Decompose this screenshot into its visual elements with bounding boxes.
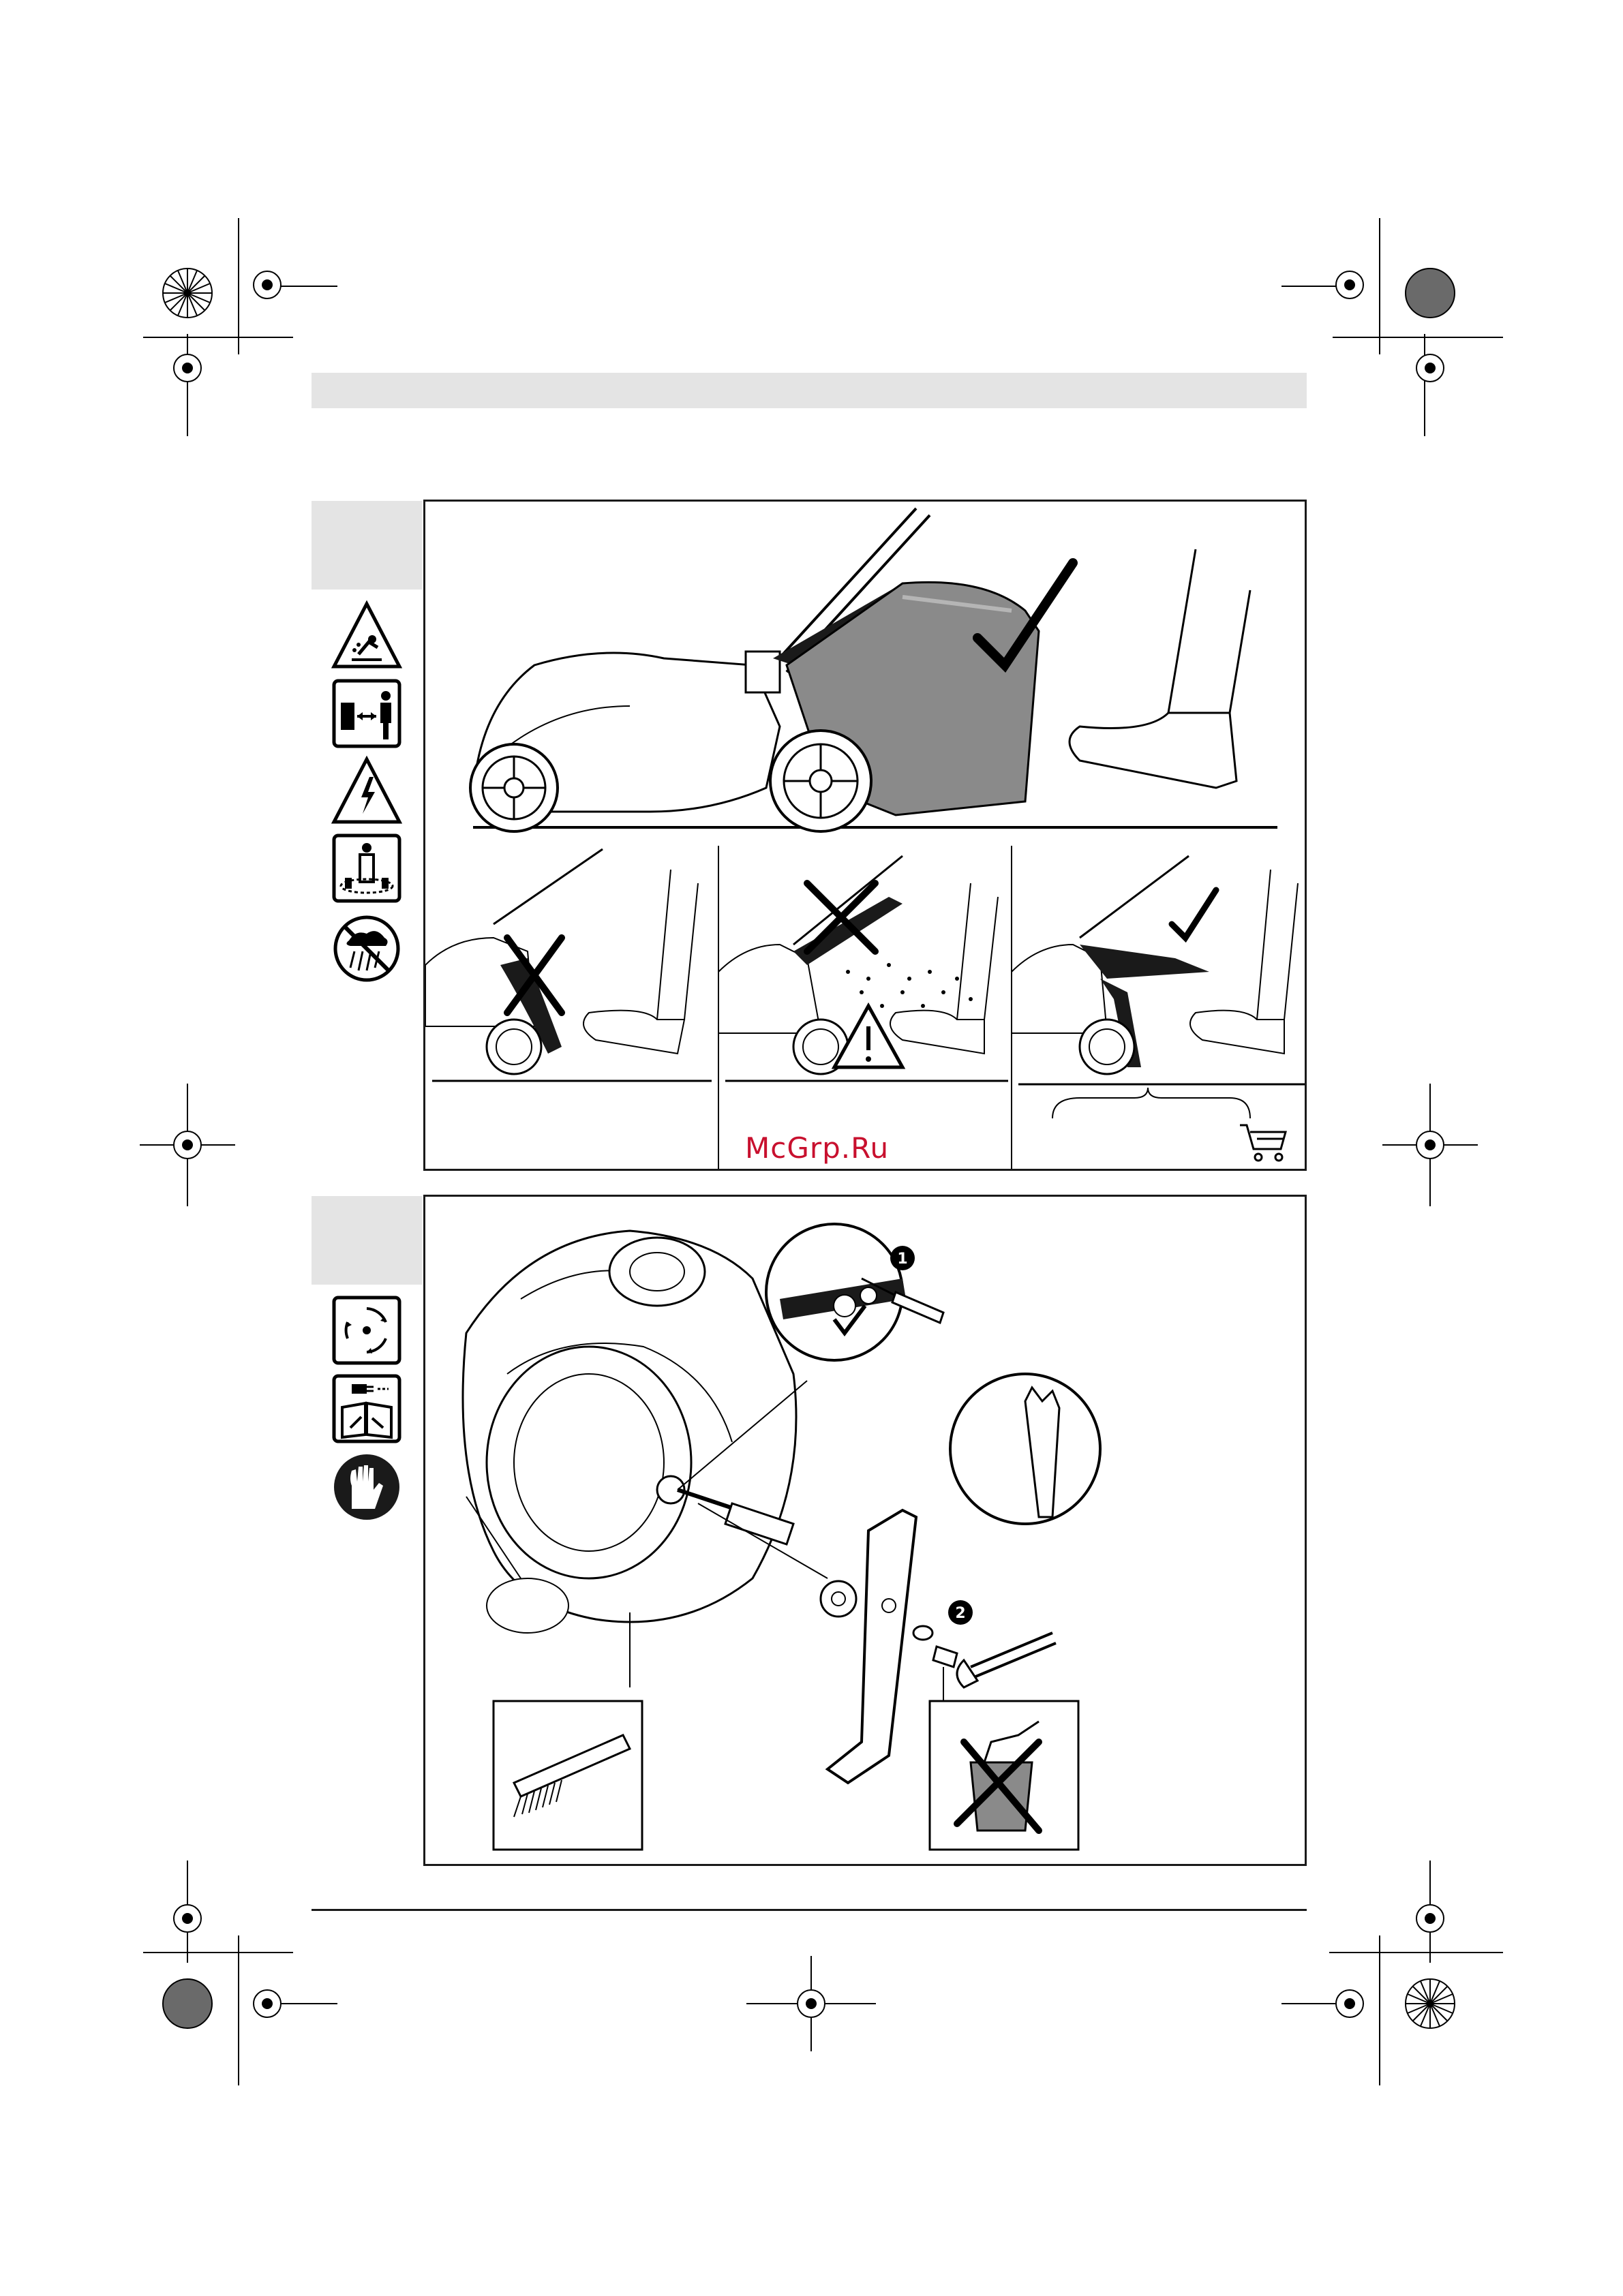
subpanel-warning — [718, 856, 1008, 1081]
no-rain-icon — [331, 913, 402, 984]
wear-gloves-icon — [331, 1452, 402, 1522]
bystanders-away-icon — [331, 833, 402, 904]
subpanel-incorrect — [425, 849, 712, 1081]
wheel-rear — [770, 731, 871, 831]
step-1-badge: 1 — [897, 1251, 907, 1268]
no-lubricant-box — [930, 1701, 1078, 1850]
unplug-read-manual-icon — [331, 1373, 402, 1444]
electric-shock-warning-icon — [331, 755, 402, 826]
figure-panel-top — [423, 500, 1307, 1171]
subpanel-correct — [1012, 856, 1305, 1161]
detail-circle-lock: 1 — [766, 1224, 943, 1360]
thrown-objects-warning-icon — [331, 600, 402, 671]
section-tab-top — [312, 501, 422, 590]
wheel-front — [470, 744, 558, 831]
watermark: McGrp.Ru — [745, 1131, 889, 1165]
mower-grassbox-illustration — [425, 502, 1305, 1169]
figure-panel-bottom: 1 2 — [423, 1195, 1307, 1866]
brush-box — [494, 1701, 642, 1850]
step-2-badge: 2 — [955, 1605, 965, 1622]
blade-replacement-illustration: 1 2 — [425, 1197, 1305, 1864]
shopping-cart-icon — [1240, 1125, 1286, 1161]
blade — [828, 1510, 916, 1783]
rotating-blade-icon — [331, 1295, 402, 1366]
keep-distance-icon — [331, 678, 402, 749]
section-tab-bottom — [312, 1196, 422, 1285]
footer-rule — [312, 1909, 1307, 1911]
detail-circle-edge — [950, 1374, 1100, 1524]
correct-check-sub — [1172, 890, 1216, 938]
header-bar — [312, 373, 1307, 408]
